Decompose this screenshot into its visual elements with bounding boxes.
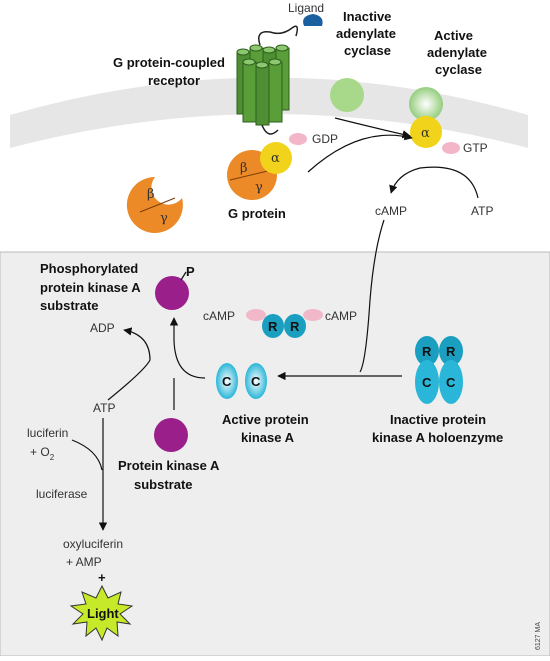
atp-adp-arrow [107,327,151,401]
pka-substrate [154,418,188,452]
g-protein-label: G protein [228,206,286,221]
oxyluciferin-label: oxyluciferin [63,537,123,551]
luciferase-label: luciferase [36,487,88,501]
phosphorylated-substrate [155,276,189,310]
camp-left-label: cAMP [203,309,235,323]
gtp-oval [442,142,460,154]
cat-c2: C [251,374,261,389]
phospho-label-3: substrate [40,298,99,313]
camp-oval-left [246,309,266,321]
receptor-label-line1: G protein-coupled [113,55,225,70]
atp-top-label: ATP [471,204,493,218]
active-ac-label-3: cyclase [435,62,482,77]
o2-subscript: 2 [50,453,55,462]
atp-left-label: ATP [93,401,115,415]
reg-r2: R [290,319,300,334]
light-label: Light [87,606,119,621]
bg-gamma: γ [160,211,168,226]
phospho-label-1: Phosphorylated [40,261,138,276]
gdp-release-arrow [307,132,413,173]
inactive-ac-label-3: cyclase [344,43,391,58]
plus-sign: + [98,570,106,585]
camp-oval-right [303,309,323,321]
holo-r1: R [422,344,432,359]
o2-text: + O [30,445,50,459]
inactive-adenylate-cyclase [330,78,364,112]
pka-substrate-label-1: Protein kinase A [118,458,220,473]
inactive-pka-label-2: kinase A holoenzyme [372,430,503,445]
phosphate-label: P [186,264,195,279]
holo-c2: C [446,375,456,390]
gtp-label: GTP [463,141,488,155]
ligand-label: Ligand [288,1,324,15]
receptor-label-line2: receptor [148,73,200,88]
light-burst [69,584,134,642]
holo-r2: R [446,344,456,359]
phosphorylation-arrow [169,317,206,379]
camp-right-label: cAMP [325,309,357,323]
atp-to-camp-arrow [389,166,479,199]
reg-r1: R [268,319,278,334]
gp-beta: β [240,161,248,176]
regulatory-subunit-1 [262,314,284,338]
camp-top-label: cAMP [375,204,407,218]
inactive-ac-label-2: adenylate [336,26,396,41]
ligand-shape [303,14,323,26]
holo-c1: C [422,375,432,390]
active-alpha-symbol: α [421,126,430,141]
active-pka-label-2: kinase A [241,430,295,445]
luciferin-join-curve [71,439,103,471]
gpcr-receptor [236,25,299,135]
active-ac-label-2: adenylate [427,45,487,60]
active-pka-label-1: Active protein [222,412,309,427]
active-g-alpha [410,116,442,148]
plus-amp-label: + AMP [66,555,102,569]
phospho-label-2: protein kinase A [40,280,141,295]
g-protein-complex [227,133,307,200]
beta-gamma-subunit [126,176,183,233]
camp-to-pka-arrow [359,219,385,373]
gdp-label: GDP [312,132,338,146]
gp-alpha: α [271,151,280,166]
catalytic-subunit-1 [216,363,238,399]
luciferin-label: luciferin [27,426,68,440]
figure-id: 6127 MA [535,622,542,650]
active-ac-label-1: Active [434,28,473,43]
gp-gamma: γ [255,180,263,195]
inactive-ac-label-1: Inactive [343,9,391,24]
regulatory-subunit-2 [284,314,306,338]
pka-substrate-label-2: substrate [134,477,193,492]
inactive-pka-label-1: Inactive protein [390,412,486,427]
inactive-pka-holoenzyme [415,336,463,404]
catalytic-subunit-2 [245,363,267,399]
activation-arrow [334,117,411,139]
o2-label: + O2 [30,445,55,462]
active-adenylate-cyclase [409,87,443,121]
bg-beta: β [147,187,155,202]
adp-label: ADP [90,321,115,335]
cat-c1: C [222,374,232,389]
